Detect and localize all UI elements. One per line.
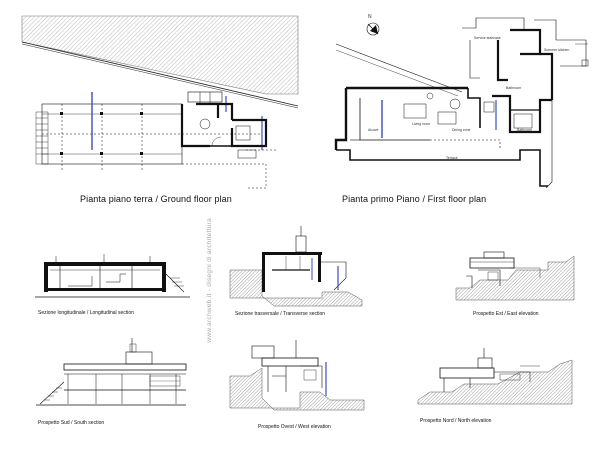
east-elevation	[455, 251, 575, 301]
first-floor-plan	[334, 17, 589, 189]
ground-floor-plan	[21, 15, 299, 189]
room-label-alcove: Alcove	[368, 128, 379, 132]
caption-transverse-section: Sezione trasversale / Transverse section	[235, 311, 326, 317]
caption-north-elevation: Prospetto Nord / North elevation	[420, 418, 492, 424]
ground-floor-plan-title: Pianta piano terra / Ground floor plan	[80, 194, 232, 204]
caption-south-section: Prospetto Sud / South section	[38, 420, 105, 426]
caption-east-elevation: Prospetto Est / East elevation	[473, 311, 539, 317]
longitudinal-section	[35, 254, 190, 298]
room-label-bathroom-right: Bathroom	[517, 128, 533, 132]
first-floor-plan-title: Pianta primo Piano / First floor plan	[342, 194, 487, 204]
room-label-dining-zone: Dining zone	[452, 128, 471, 132]
north-elevation	[417, 348, 573, 405]
room-label-bathroom-top: Bathroom	[506, 86, 522, 90]
room-label-service-staircase: Service staircase	[474, 36, 501, 40]
caption-west-elevation: Prospetto Ovest / West elevation	[258, 424, 331, 430]
north-arrow	[366, 22, 380, 36]
west-elevation	[229, 340, 365, 411]
room-label-summer-kitchen: Summer kitchen	[544, 48, 570, 52]
north-letter: N	[368, 14, 372, 20]
transverse-section	[229, 226, 363, 307]
terrain-hatch	[21, 15, 299, 95]
south-section	[36, 338, 187, 406]
caption-longitudinal-section: Sezione longitudinale / Longitudinal sec…	[38, 310, 134, 316]
room-label-living-room: Living room	[412, 122, 431, 126]
watermark: www.archweb.it - disegni di architettura	[206, 218, 213, 343]
room-label-terrace: Terrace	[446, 156, 458, 160]
